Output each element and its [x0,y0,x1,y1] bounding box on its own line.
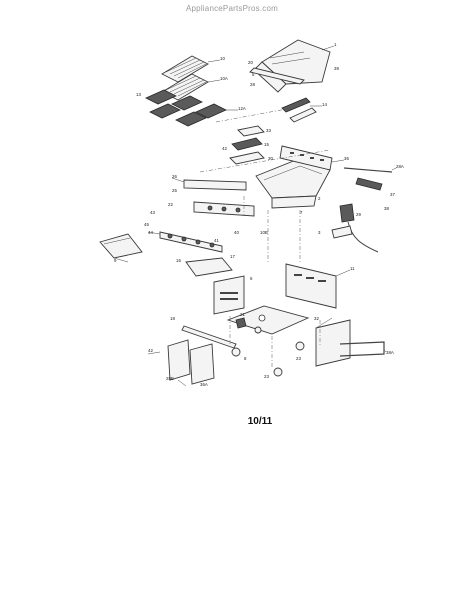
callout-18: 18 [170,316,175,321]
callout-43: 43 [150,210,155,215]
rear-heat-shield [279,145,333,171]
callout-38: 38 [384,206,389,211]
callout-2: 2 [318,196,321,201]
callout-36: 36 [344,156,349,161]
callout-45: 45 [144,222,149,227]
alignment-lines [199,107,331,368]
callout-9: 9 [114,258,117,263]
grill-hood [253,39,331,93]
callout-14: 14 [322,102,327,107]
cooking-grate-upper [161,55,209,83]
site-watermark: AppliancePartsPros.com [186,4,278,13]
drip-tray [185,257,233,277]
rotisserie-spit [343,167,393,191]
control-panel [183,179,255,217]
callout-29: 29 [356,212,361,217]
callout-38a: 38A [386,350,394,355]
callout-42b: 42 [148,348,153,353]
cart-side-panel-left [213,275,245,315]
callout-16: 16 [176,258,181,263]
callout-22: 22 [168,202,173,207]
callout-28: 28 [250,82,255,87]
warming-rack [281,97,317,123]
callout-36a: 36A [200,382,208,387]
callout-11: 11 [350,266,355,271]
callout-12a: 12A [238,106,246,111]
towel-bar [339,341,385,357]
callout-25: 25 [172,188,177,193]
caster-wheels [231,326,305,377]
callout-23: 23 [296,356,301,361]
callout-26: 26 [172,174,177,179]
callout-28a: 28A [396,164,404,169]
callout-10: 10 [220,56,225,61]
callout-10b: 10B [260,230,268,235]
gas-manifold [159,231,223,253]
callout-labels: 1 20 5 39 10 10A 12A 13 28 14 33 15 30 4… [114,42,404,387]
page-caption: 10/11 [247,416,273,427]
cart-rear-panel [285,263,337,309]
side-burner-assembly [229,125,265,165]
callout-37: 37 [390,192,395,197]
firebox-main [255,159,331,209]
callout-15: 15 [264,142,269,147]
callout-28b: 28B [166,376,174,381]
cart-side-panel-right [315,319,351,367]
callout-42: 42 [222,146,227,151]
callout-39: 39 [334,66,339,71]
callout-10a: 10A [220,76,228,81]
callout-41: 41 [214,238,219,243]
callout-21: 21 [240,312,245,317]
burner-cover-plates [145,89,227,127]
callout-17: 17 [230,254,235,259]
callout-7: 7 [300,210,303,215]
cart-bottom-shelf [226,305,310,335]
callout-5: 5 [252,72,255,77]
front-rail [181,325,237,349]
side-shelf [99,233,143,259]
callout-8: 8 [244,356,247,361]
callout-6: 6 [250,276,253,281]
regulator-hose [331,203,379,253]
callout-1: 1 [334,42,337,47]
cart-doors [167,339,215,385]
callout-40: 40 [234,230,239,235]
callout-3: 3 [318,230,321,235]
callout-23b: 23 [264,374,269,379]
callout-30: 30 [268,156,273,161]
callout-20: 20 [248,60,253,65]
callout-44: 44 [148,230,153,235]
hood-handle [249,67,305,85]
callout-32: 32 [314,316,319,321]
callout-leaders [113,45,397,387]
callout-33: 33 [266,128,271,133]
callout-13: 13 [136,92,141,97]
